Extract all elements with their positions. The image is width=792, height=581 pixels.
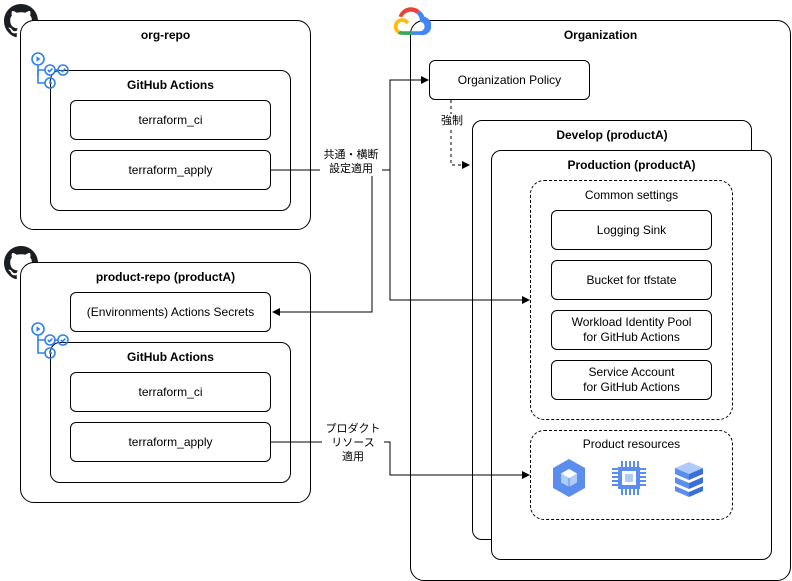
org-repo-title: org-repo: [140, 28, 191, 42]
organization-title: Organization: [563, 28, 638, 42]
cube-hexagon-icon: [553, 459, 585, 497]
edge-label-product-apply: プロダクト リソース 適用: [322, 422, 384, 464]
github-actions-workflow-icon: [31, 322, 69, 359]
service-account-box[interactable]: Service Account for GitHub Actions: [551, 360, 712, 400]
product-repo-title: product-repo (productA): [95, 270, 236, 284]
github-actions-workflow-icon: [31, 52, 69, 89]
edge-product-apply-to-resources: [271, 441, 530, 479]
edge-policy-enforce: [450, 100, 470, 169]
org-actions-title: GitHub Actions: [127, 78, 214, 92]
product-actions-title: GitHub Actions: [127, 350, 214, 364]
edge-label-product-apply-line2: リソース: [331, 437, 375, 449]
edge-label-product-apply-line3: 適用: [342, 451, 364, 463]
google-cloud-logo-icon: [393, 7, 431, 36]
tfstate-bucket-label: Bucket for tfstate: [586, 272, 677, 287]
edge-label-enforce: 強制: [440, 114, 464, 128]
workload-identity-pool-label-line2: for GitHub Actions: [583, 330, 680, 344]
edge-org-apply-to-common: [389, 170, 530, 304]
product-terraform-ci[interactable]: terraform_ci: [70, 372, 271, 412]
org-terraform-ci[interactable]: terraform_ci: [70, 100, 271, 140]
workload-identity-pool-box[interactable]: Workload Identity Pool for GitHub Action…: [551, 310, 712, 350]
compute-chip-icon: [612, 461, 646, 495]
edge-label-common-apply: 共通・横断 設定適用: [320, 148, 382, 176]
production-project-title: Production (productA): [567, 158, 696, 172]
product-terraform-apply[interactable]: terraform_apply: [70, 422, 271, 462]
tfstate-bucket-box[interactable]: Bucket for tfstate: [551, 260, 712, 300]
logging-sink-box[interactable]: Logging Sink: [551, 210, 712, 250]
edge-label-product-apply-line1: プロダクト: [325, 423, 381, 435]
workload-identity-pool-label-line1: Workload Identity Pool: [571, 315, 692, 329]
develop-project-title: Develop (productA): [556, 128, 668, 142]
edge-label-common-apply-line1: 共通・横断: [323, 149, 379, 161]
service-account-label-line1: Service Account: [588, 365, 675, 379]
common-settings-title: Common settings: [584, 188, 679, 202]
logging-sink-label: Logging Sink: [596, 222, 667, 237]
organization-policy-box[interactable]: Organization Policy: [429, 60, 590, 100]
edge-org-apply-to-secrets: [272, 170, 373, 316]
org-terraform-apply[interactable]: terraform_apply: [70, 150, 271, 190]
actions-secrets-box[interactable]: (Environments) Actions Secrets: [70, 292, 271, 332]
edge-label-common-apply-line2: 設定適用: [329, 163, 373, 175]
service-account-label-line2: for GitHub Actions: [583, 380, 680, 394]
storage-layers-hexagon-icon: [675, 462, 703, 497]
product-resources-title: Product resources: [582, 437, 681, 451]
